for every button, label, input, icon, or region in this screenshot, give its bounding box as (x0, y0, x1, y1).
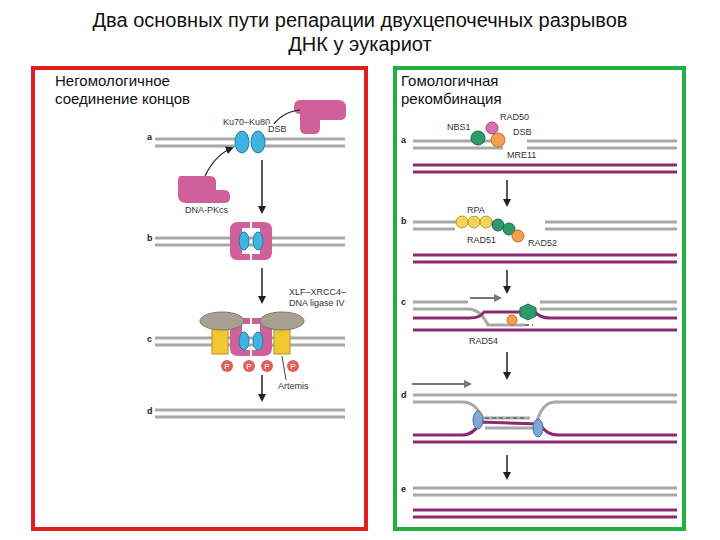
phosphate-mark: P (224, 362, 229, 371)
step-letter: b (400, 216, 408, 227)
break-label: DSB (512, 127, 533, 138)
protein-label: Artemis (277, 381, 310, 392)
step-letter: c (400, 297, 407, 308)
phosphate-mark: P (246, 362, 251, 371)
protein-label: RAD54 (468, 336, 499, 347)
step-letter: a (146, 132, 153, 143)
step-letter: b (146, 233, 154, 244)
protein-label: RAD50 (499, 112, 530, 123)
protein-label: XLF–XRCC4– DNA ligase IV (288, 287, 362, 309)
protein-label: RAD52 (527, 238, 558, 249)
break-label: DSB (267, 124, 288, 135)
step-letter: d (146, 406, 154, 417)
protein-label: Ku70–Ku80 (222, 117, 271, 128)
pathway-panel: Гомологичная рекомбинация (393, 66, 686, 531)
protein-label: RAD51 (466, 235, 497, 246)
phosphate-mark: P (290, 362, 295, 371)
page-title: Два основных пути репарации двухцепочечн… (80, 8, 640, 56)
step-letter: c (146, 334, 153, 345)
protein-label: MRE11 (506, 150, 537, 161)
protein-label: RPA (466, 205, 486, 216)
protein-label: NBS1 (446, 122, 472, 133)
step-letter: a (400, 135, 407, 146)
step-letter: d (400, 390, 408, 401)
protein-label: DNA-PKcs (184, 205, 229, 216)
phosphate-mark: P (264, 362, 269, 371)
step-letter: e (400, 484, 407, 495)
panel-heading: Негомологичное соединение концов (55, 72, 225, 108)
panel-heading: Гомологичная рекомбинация (401, 72, 531, 108)
